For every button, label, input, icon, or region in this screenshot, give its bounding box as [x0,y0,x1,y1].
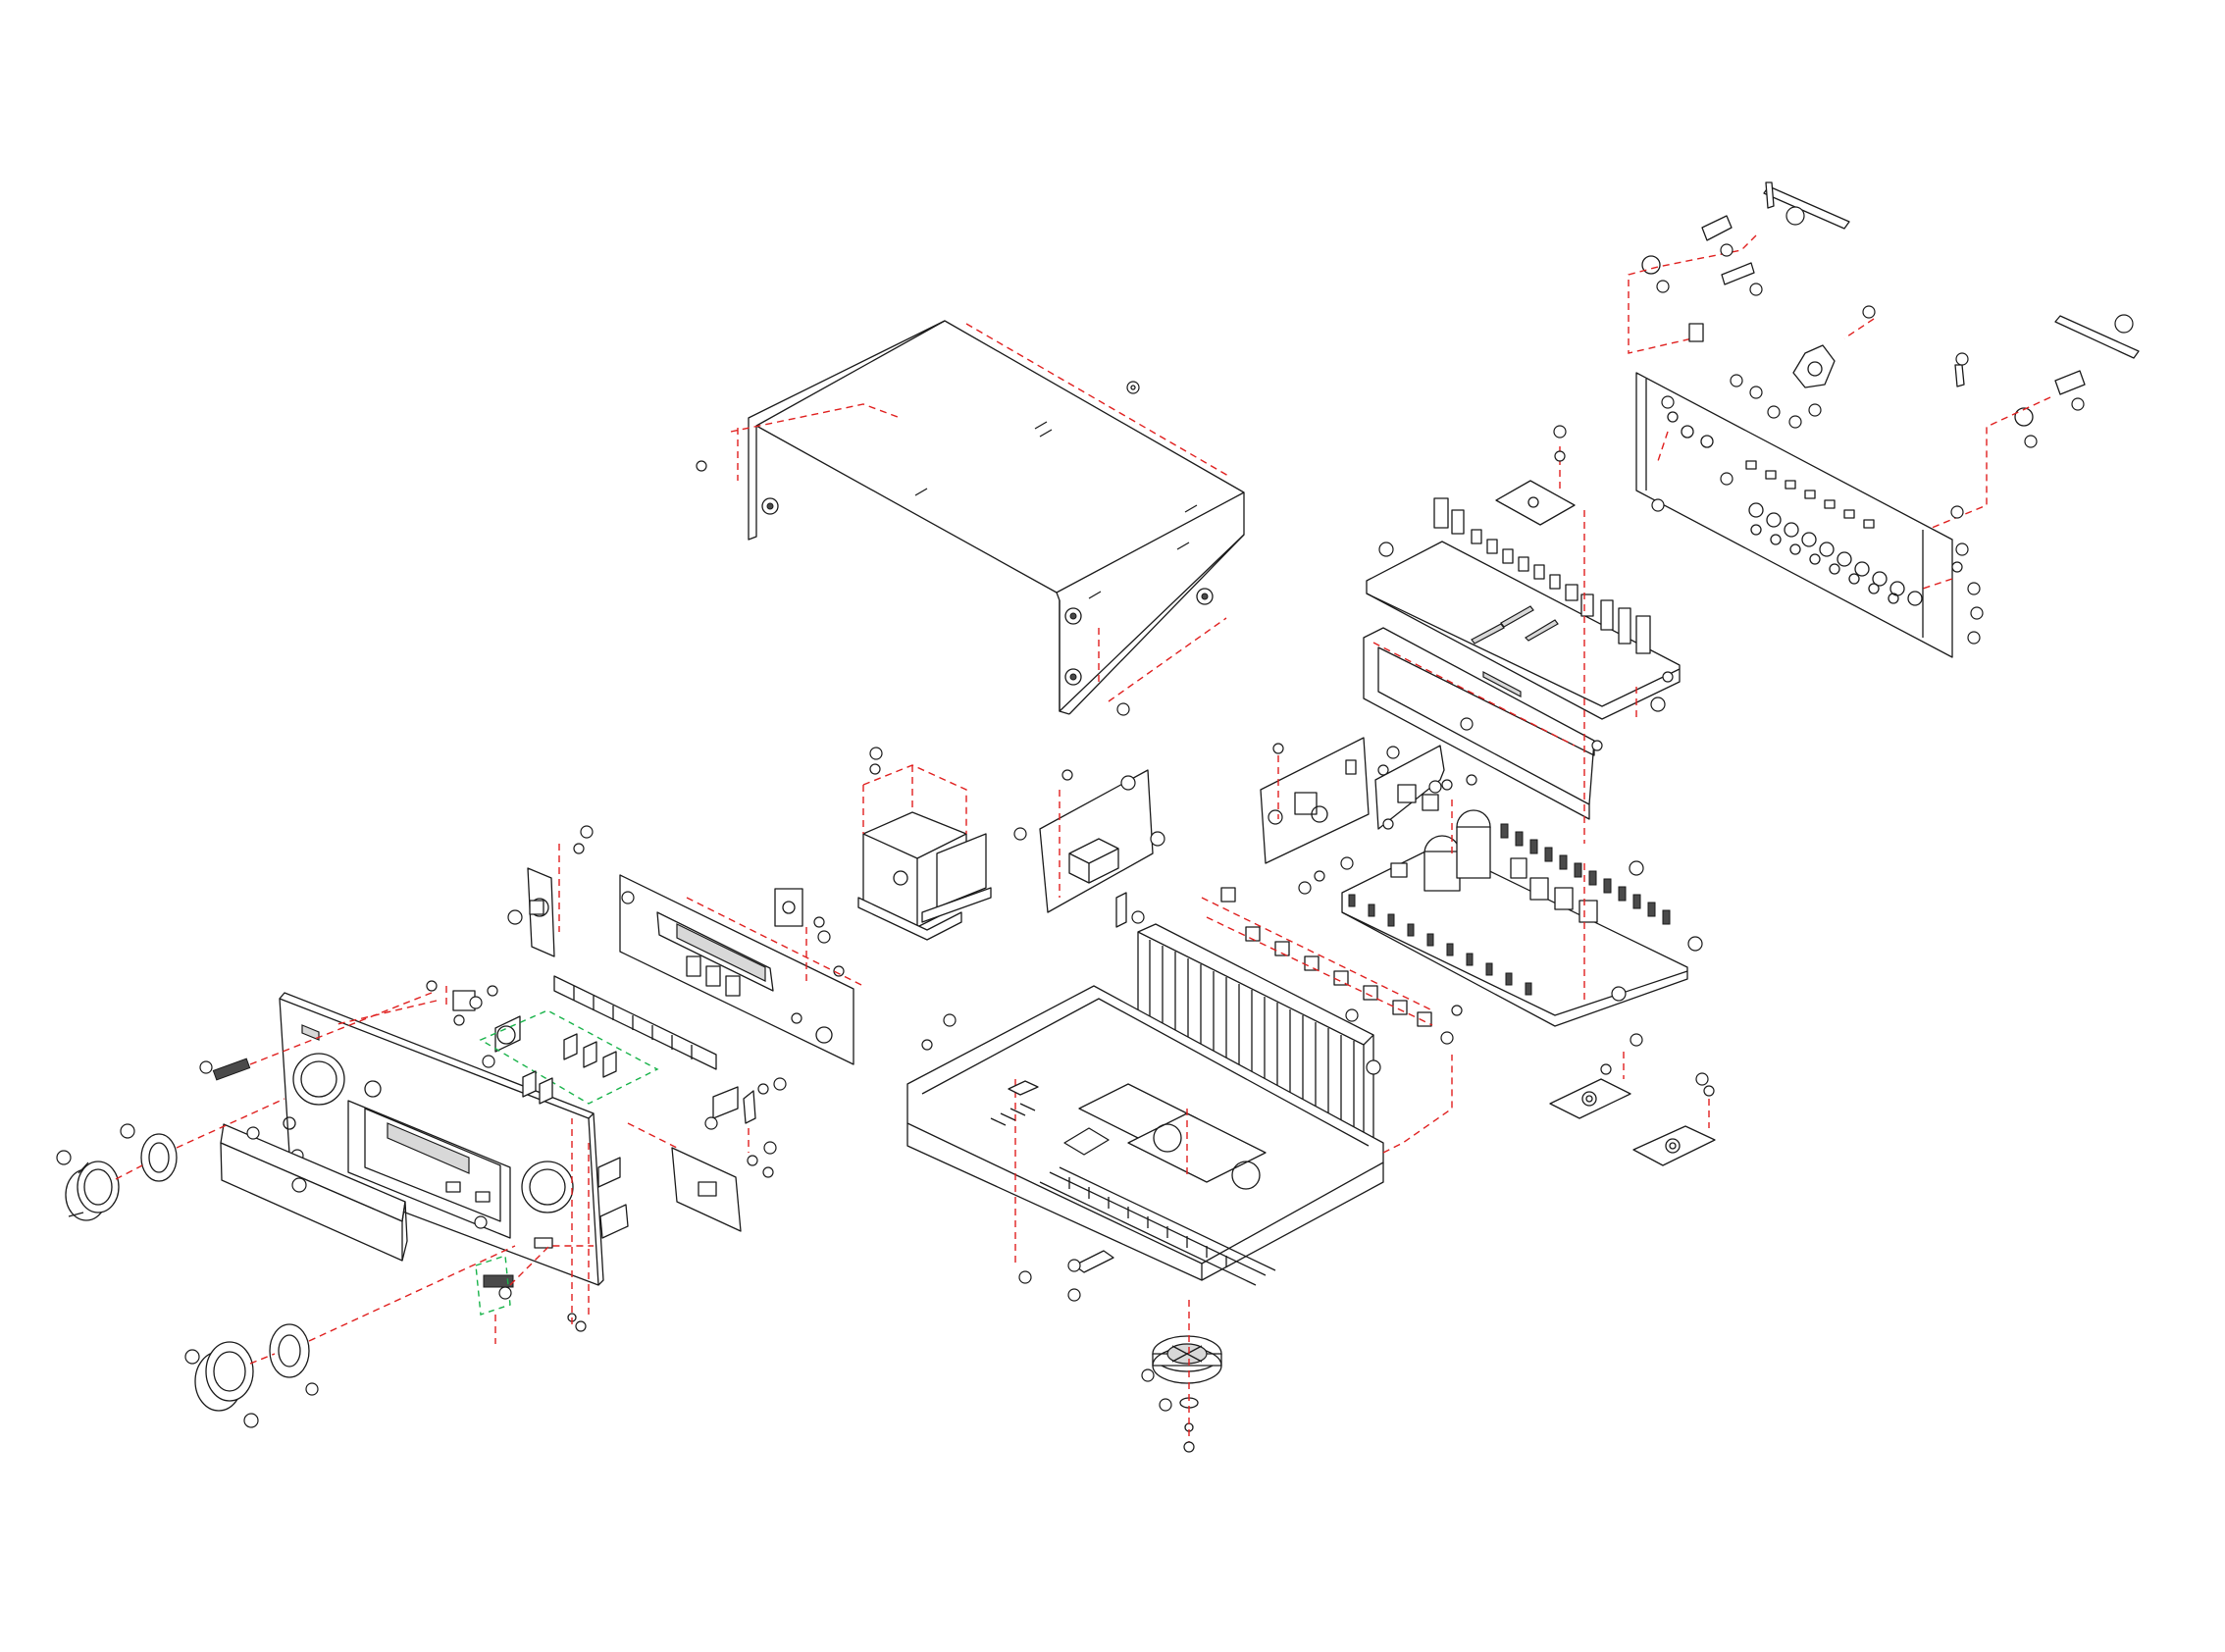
shield-plate [1496,426,1575,525]
rear-panel [1636,306,1983,657]
selector-knob [185,1246,515,1427]
button-strip [554,976,716,1069]
power-switch-board [508,826,593,956]
power-transformer [858,748,991,940]
main-board [1367,498,1680,721]
usb-assembly [628,1078,786,1231]
small-bracket-a [1550,1034,1642,1118]
power-board [1014,770,1164,927]
top-cover [697,321,1244,715]
foot [1142,1300,1221,1452]
small-bracket-b [1633,1073,1715,1165]
